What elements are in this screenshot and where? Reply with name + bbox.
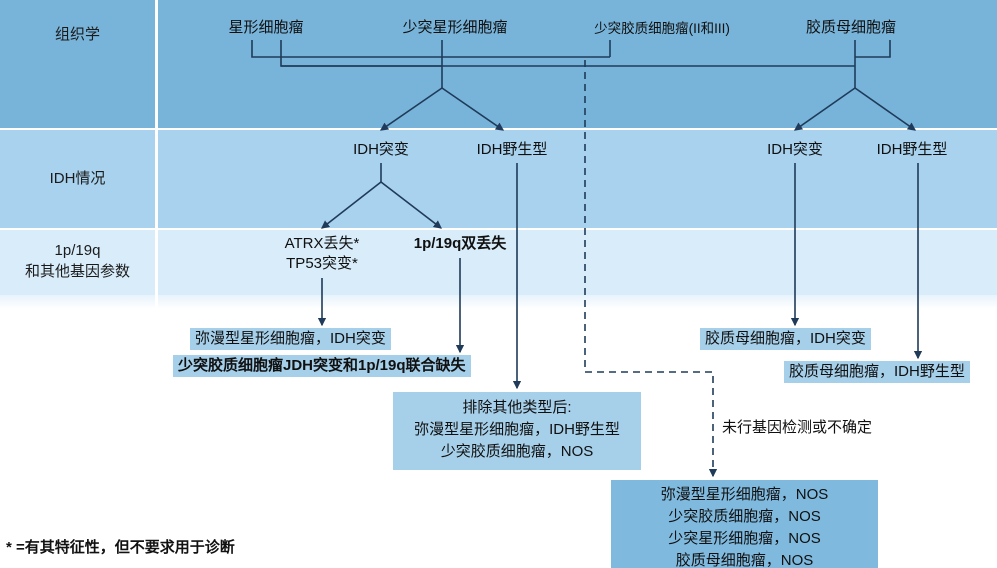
histology-item-glioblastoma[interactable]: 胶质母细胞瘤 [805,19,897,36]
footnote-text: * =有其特征性，但不要求用于诊断 [6,539,235,556]
diagnosis-box-nos[interactable]: 弥漫型星形细胞瘤，NOS 少突胶质细胞瘤，NOS 少突星形细胞瘤，NOS 胶质母… [611,480,878,568]
nos-box-line2: 少突胶质细胞瘤，NOS [668,508,821,525]
exclusion-box-line2: 弥漫型星形细胞瘤，IDH野生型 [414,421,620,438]
row-label-histology: 组织学 [54,26,100,43]
diagnosis-oligodendroglioma-idh-1p19q[interactable]: 少突胶质细胞瘤JDH突变和1p/19q联合缺失 [173,355,471,377]
genetic-param-1p19q-codeletion[interactable]: 1p/19q双丢失 [413,235,507,252]
genetic-param-tp53-mutation: TP53突变* [286,255,358,272]
row-band-genetic-params: 1p/19q 和其他基因参数 [0,230,997,295]
nos-box-line1: 弥漫型星形细胞瘤，NOS [660,486,829,503]
row-label-genetic-params: 1p/19q 和其他基因参数 [0,240,155,282]
diagnosis-glioblastoma-idh-mutant[interactable]: 胶质母细胞瘤，IDH突变 [700,328,871,350]
diagnosis-astrocytoma-idh-mutant[interactable]: 弥漫型星形细胞瘤，IDH突变 [190,328,391,350]
row-label-genetic-params-line2: 和其他基因参数 [24,263,130,280]
nos-box-line3: 少突星形细胞瘤，NOS [668,530,821,547]
band-divider [155,0,158,128]
row-band-fade [0,295,997,309]
diagnosis-glioblastoma-idh-wildtype[interactable]: 胶质母细胞瘤，IDH野生型 [784,361,970,383]
band-divider [155,230,158,295]
exclusion-box-line1: 排除其他类型后: [462,399,572,416]
band-divider [155,130,158,228]
band-divider [155,295,158,309]
exclusion-box-line3: 少突胶质细胞瘤，NOS [440,443,594,460]
idh-status-mutant-right[interactable]: IDH突变 [767,141,823,158]
histology-item-astrocytoma[interactable]: 星形细胞瘤 [228,19,304,36]
row-band-idh: IDH情况 [0,130,997,228]
idh-status-wildtype-left[interactable]: IDH野生型 [476,141,548,158]
row-label-idh: IDH情况 [49,170,106,187]
dashed-path-label-no-genetic-testing: 未行基因检测或不确定 [722,419,873,436]
idh-status-mutant-left[interactable]: IDH突变 [353,141,409,158]
genetic-param-atrx-tp53[interactable]: ATRX丢失* TP53突变* [285,234,360,274]
histology-item-oligodendroglioma[interactable]: 少突胶质细胞瘤(II和III) [594,21,730,36]
row-label-genetic-params-line1: 1p/19q [54,242,101,259]
genetic-param-atrx-loss: ATRX丢失* [284,235,360,252]
nos-box-line4: 胶质母细胞瘤，NOS [675,552,814,568]
histology-item-oligoastrocytoma[interactable]: 少突星形细胞瘤 [402,19,508,36]
diagnosis-box-exclusion[interactable]: 排除其他类型后: 弥漫型星形细胞瘤，IDH野生型 少突胶质细胞瘤，NOS [393,392,641,470]
idh-status-wildtype-right[interactable]: IDH野生型 [876,141,948,158]
